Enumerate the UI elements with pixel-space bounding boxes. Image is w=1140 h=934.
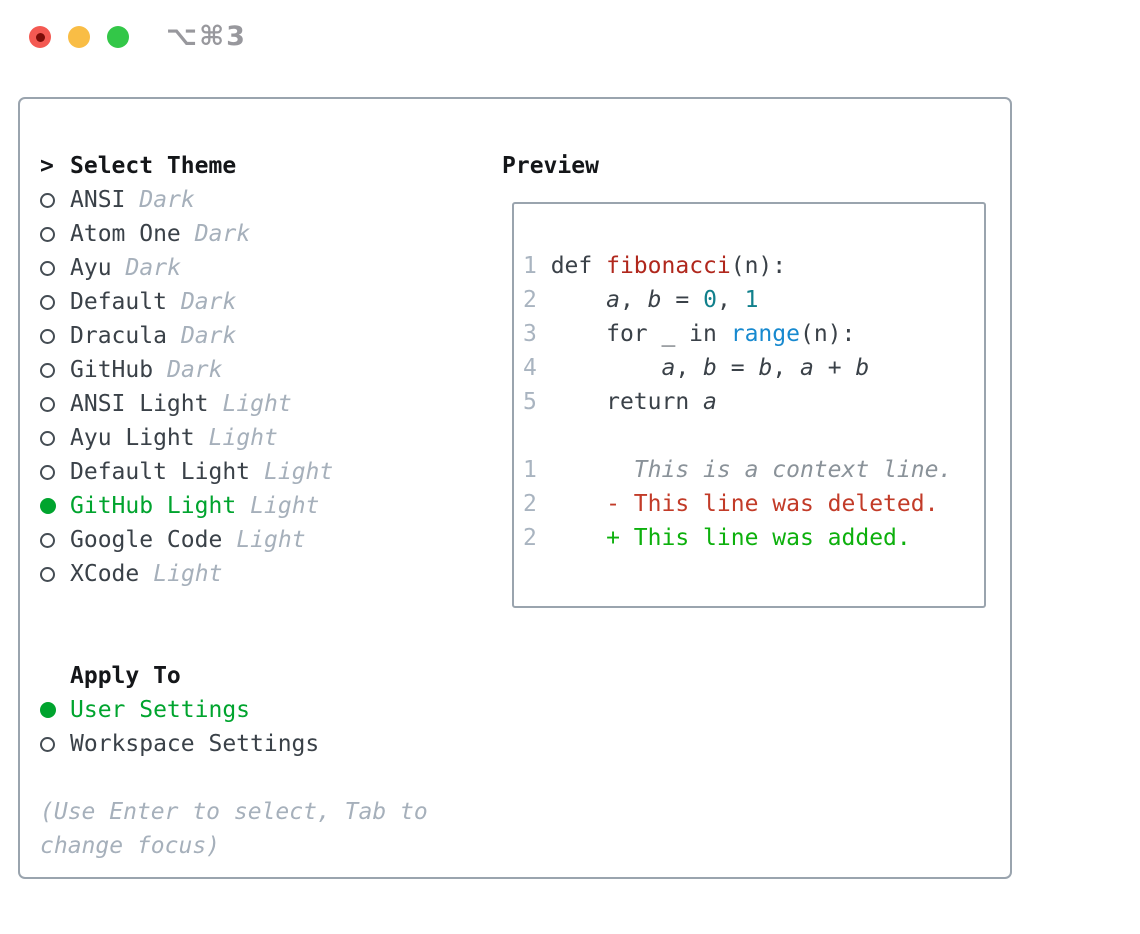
theme-option-default-light[interactable]: Default Light Light bbox=[40, 455, 444, 489]
option-label: Atom One bbox=[70, 221, 181, 247]
theme-option-ansi[interactable]: ANSI Dark bbox=[40, 183, 444, 217]
radio-icon bbox=[40, 192, 70, 208]
theme-option-xcode[interactable]: XCode Light bbox=[40, 557, 444, 591]
option-label: Ayu bbox=[70, 255, 112, 281]
minimize-button[interactable] bbox=[68, 26, 90, 48]
code-line: 2 a, b = 0, 1 bbox=[523, 287, 759, 313]
theme-option-github-light[interactable]: GitHub Light Light bbox=[40, 489, 444, 523]
variant-badge: Dark bbox=[180, 323, 237, 349]
option-label: Workspace Settings bbox=[70, 731, 320, 757]
radio-icon bbox=[40, 566, 70, 582]
help-text: (Use Enter to select, Tab to change focu… bbox=[40, 799, 428, 859]
option-label: GitHub bbox=[70, 357, 154, 383]
radio-icon bbox=[40, 260, 70, 276]
option-label: User Settings bbox=[70, 697, 251, 723]
option-label: Default Light bbox=[70, 459, 251, 485]
window-title: ⌥⌘3 bbox=[166, 21, 247, 52]
traffic-lights bbox=[29, 26, 129, 48]
radio-icon bbox=[40, 532, 70, 548]
variant-badge: Dark bbox=[194, 221, 251, 247]
radio-icon bbox=[40, 430, 70, 446]
radio-icon bbox=[40, 362, 70, 378]
code-line: 3 for _ in range(n): bbox=[523, 321, 856, 347]
select-theme-header: > Select Theme bbox=[40, 149, 444, 183]
option-label: Default bbox=[70, 289, 167, 315]
titlebar: ⌥⌘3 bbox=[0, 0, 1140, 75]
variant-badge: Light bbox=[222, 391, 292, 417]
radio-icon bbox=[40, 396, 70, 412]
code-line: 5 return a bbox=[523, 389, 717, 415]
variant-badge: Dark bbox=[180, 289, 237, 315]
option-label: ANSI Light bbox=[70, 391, 209, 417]
unsaved-dot-icon bbox=[35, 32, 45, 42]
variant-badge: Light bbox=[236, 527, 306, 553]
theme-option-ayu[interactable]: Ayu Dark bbox=[40, 251, 444, 285]
theme-option-google-code[interactable]: Google Code Light bbox=[40, 523, 444, 557]
variant-badge: Light bbox=[208, 425, 278, 451]
code-line: 1 This is a context line. bbox=[523, 457, 953, 483]
variant-badge: Dark bbox=[125, 255, 181, 281]
code-line: 2 - This line was deleted. bbox=[523, 491, 939, 517]
preview-box: 1 def fibonacci(n): 2 a, b = 0, 1 3 for _ … bbox=[512, 202, 986, 608]
prompt-caret-icon: > bbox=[40, 153, 54, 179]
code-line: 1 def fibonacci(n): bbox=[523, 253, 787, 279]
theme-option-ansi-light[interactable]: ANSI Light Light bbox=[40, 387, 444, 421]
apply-option-workspace-settings[interactable]: Workspace Settings bbox=[40, 727, 444, 761]
variant-badge: Light bbox=[153, 561, 223, 587]
theme-option-default[interactable]: Default Dark bbox=[40, 285, 444, 319]
variant-badge: Light bbox=[250, 493, 320, 519]
preview-code: 1 def fibonacci(n): 2 a, b = 0, 1 3 for _ … bbox=[514, 204, 984, 555]
radio-icon bbox=[40, 226, 70, 242]
radio-icon bbox=[40, 498, 70, 514]
option-label: Dracula bbox=[70, 323, 167, 349]
variant-badge: Dark bbox=[167, 357, 223, 383]
option-label: Ayu Light bbox=[70, 425, 195, 451]
code-line: 4 a, b = b, a + b bbox=[523, 355, 870, 381]
theme-option-dracula[interactable]: Dracula Dark bbox=[40, 319, 444, 353]
radio-icon bbox=[40, 294, 70, 310]
option-label: ANSI bbox=[70, 187, 126, 213]
variant-badge: Dark bbox=[139, 187, 195, 213]
option-label: XCode bbox=[70, 561, 140, 587]
radio-icon bbox=[40, 702, 70, 718]
option-label: Google Code bbox=[70, 527, 223, 553]
code-line: 2 + This line was added. bbox=[523, 525, 911, 551]
close-button[interactable] bbox=[29, 26, 51, 48]
apply-option-user-settings[interactable]: User Settings bbox=[40, 693, 444, 727]
option-label: GitHub Light bbox=[70, 493, 237, 519]
radio-icon bbox=[40, 736, 70, 752]
theme-option-atom-one[interactable]: Atom One Dark bbox=[40, 217, 444, 251]
radio-icon bbox=[40, 464, 70, 480]
preview-header: Preview bbox=[502, 153, 599, 179]
radio-icon bbox=[40, 328, 70, 344]
theme-option-github[interactable]: GitHub Dark bbox=[40, 353, 444, 387]
select-theme-title: Select Theme bbox=[70, 153, 237, 179]
zoom-button[interactable] bbox=[107, 26, 129, 48]
variant-badge: Light bbox=[264, 459, 334, 485]
theme-option-ayu-light[interactable]: Ayu Light Light bbox=[40, 421, 444, 455]
apply-to-header: Apply To bbox=[40, 659, 444, 693]
blank-line bbox=[523, 419, 984, 453]
apply-to-title: Apply To bbox=[70, 663, 181, 689]
